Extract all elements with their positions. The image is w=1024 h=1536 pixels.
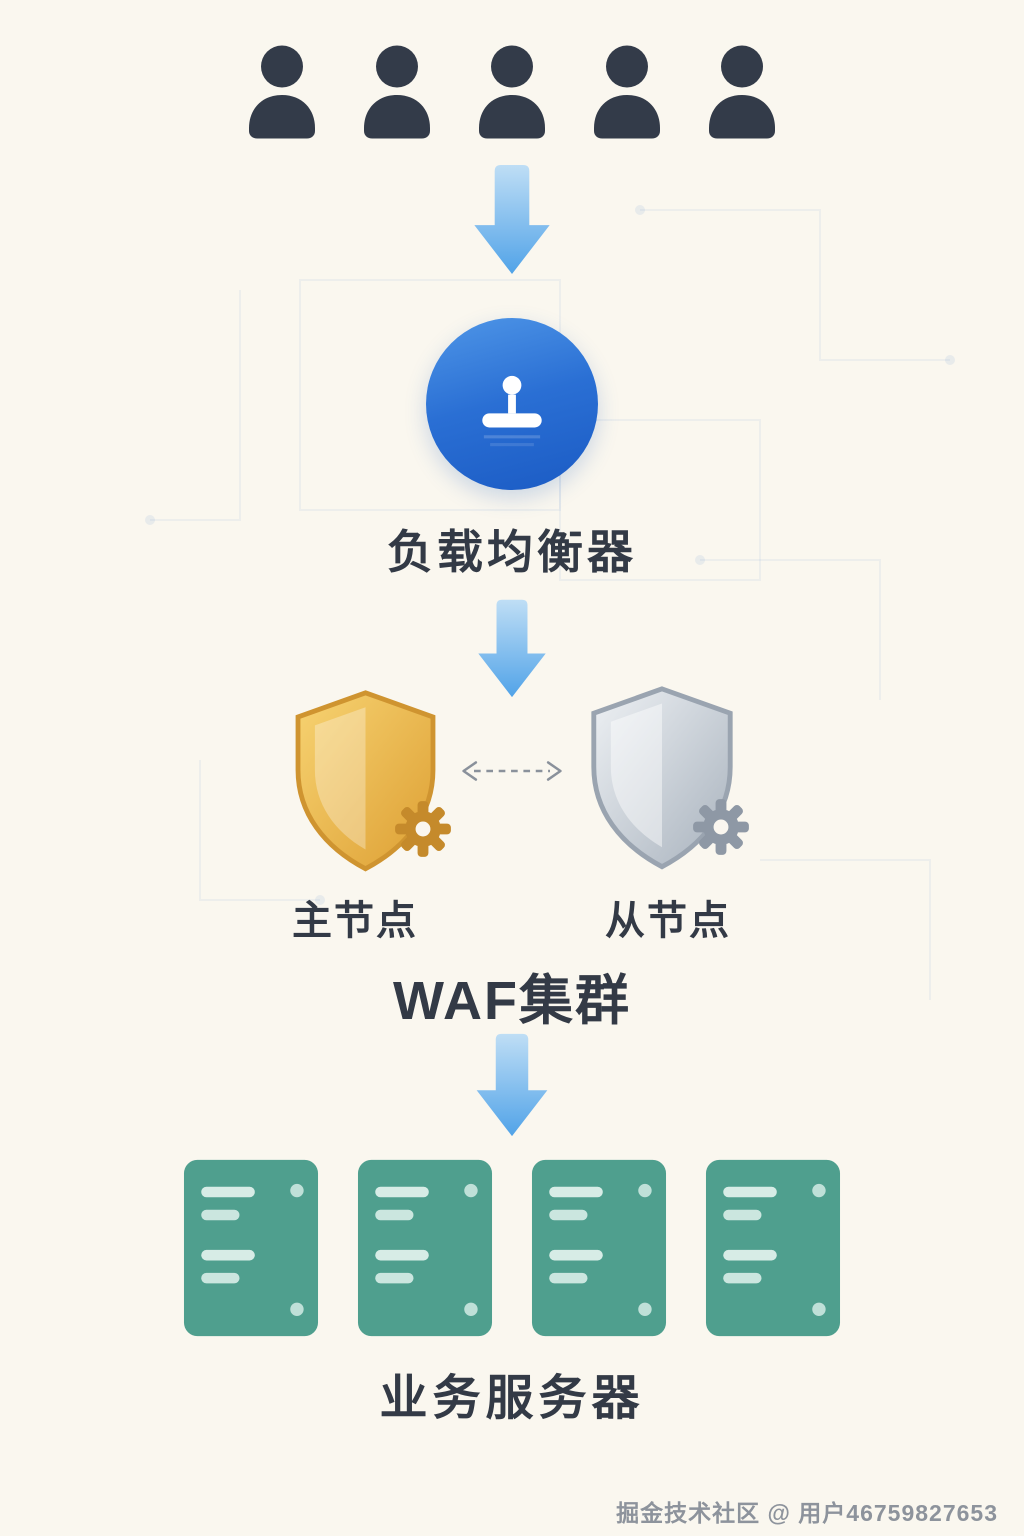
users-group xyxy=(0,40,1024,144)
waf-cluster-label: WAF集群 xyxy=(393,971,631,1031)
down-arrow-icon xyxy=(469,1031,555,1138)
user-icon xyxy=(694,40,790,144)
sync-dashed-arrow-icon xyxy=(455,758,569,784)
server-icon xyxy=(182,1158,320,1338)
load-balancer-icon xyxy=(426,318,598,490)
down-arrow-icon xyxy=(466,162,558,276)
slave-node-label: 从节点 xyxy=(605,899,731,943)
user-icon xyxy=(579,40,675,144)
watermark-text: 掘金技术社区 @ 用户46759827653 xyxy=(616,1500,998,1526)
down-arrow-icon xyxy=(471,597,553,699)
master-shield-icon xyxy=(283,688,451,876)
server-icon xyxy=(704,1158,842,1338)
gear-icon xyxy=(693,799,749,855)
master-node-label: 主节点 xyxy=(292,899,418,943)
user-icon xyxy=(464,40,560,144)
server-icon xyxy=(530,1158,668,1338)
server-icon xyxy=(356,1158,494,1338)
gear-icon xyxy=(395,801,451,857)
user-icon xyxy=(234,40,330,144)
load-balancer-label: 负载均衡器 xyxy=(387,526,637,578)
servers-group xyxy=(0,1158,1024,1338)
business-servers-label: 业务服务器 xyxy=(379,1372,645,1425)
user-icon xyxy=(349,40,445,144)
slave-shield-icon xyxy=(578,684,749,874)
